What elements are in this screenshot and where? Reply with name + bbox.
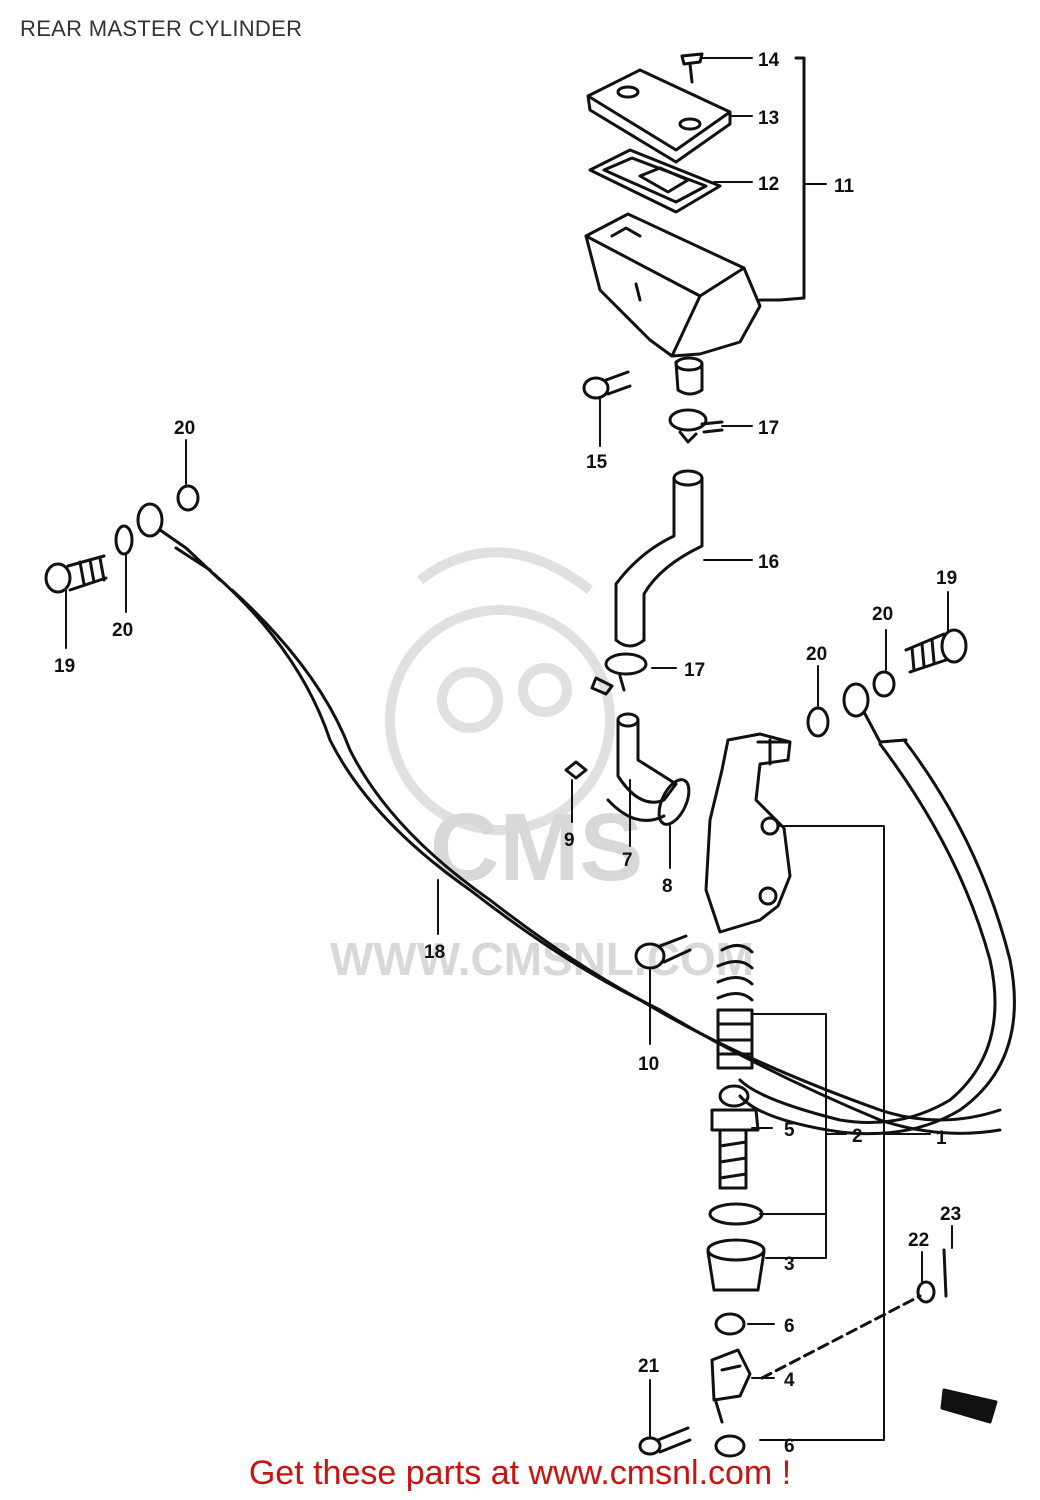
watermark: CMS WWW.CMSNL.COM bbox=[330, 547, 754, 985]
connector-screw bbox=[564, 760, 588, 780]
part-label-20-right-bottom: 20 bbox=[806, 644, 827, 665]
washer bbox=[916, 1280, 936, 1304]
assembly-guide-line bbox=[760, 1294, 922, 1380]
part-label-11: 11 bbox=[834, 176, 855, 197]
part-label-8: 8 bbox=[662, 876, 673, 897]
part-label-18: 18 bbox=[424, 942, 445, 963]
part-labels: 1 2 3 4 5 6 6 7 8 9 10 11 12 13 14 15 16… bbox=[54, 50, 961, 1457]
part-label-20-left-bottom: 20 bbox=[112, 620, 133, 641]
part-label-9: 9 bbox=[564, 830, 575, 851]
sealing-washer-left-b bbox=[176, 484, 200, 512]
circlip bbox=[708, 1202, 764, 1226]
connector-o-ring bbox=[657, 778, 691, 826]
part-label-16: 16 bbox=[758, 552, 779, 573]
sealing-washer-right-a bbox=[872, 670, 896, 698]
lock-nut-lower bbox=[714, 1434, 746, 1458]
part-label-19-right: 19 bbox=[936, 568, 957, 589]
reservoir-diaphragm bbox=[588, 148, 722, 214]
part-label-15: 15 bbox=[586, 452, 608, 473]
part-label-13: 13 bbox=[758, 108, 779, 129]
banjo-bolt-left bbox=[44, 554, 108, 594]
banjo-bolt-right bbox=[904, 628, 968, 674]
reservoir-mount-bolt bbox=[582, 370, 632, 400]
part-label-19-left: 19 bbox=[54, 656, 75, 677]
part-label-20-right-top: 20 bbox=[872, 604, 893, 625]
part-label-23: 23 bbox=[940, 1204, 961, 1225]
front-direction-arrow bbox=[940, 1388, 998, 1424]
watermark-logo-eye bbox=[518, 663, 572, 717]
master-cylinder-body bbox=[704, 732, 792, 934]
reservoir-body bbox=[584, 212, 762, 358]
clevis bbox=[710, 1348, 752, 1424]
part-label-22: 22 bbox=[908, 1230, 929, 1251]
part-label-17-lower: 17 bbox=[684, 660, 705, 681]
dust-boot bbox=[706, 1238, 766, 1292]
part-label-17-upper: 17 bbox=[758, 418, 779, 439]
hose-clamp-upper bbox=[668, 408, 724, 444]
page-title: REAR MASTER CYLINDER bbox=[20, 16, 303, 41]
part-label-6-upper: 6 bbox=[784, 1316, 795, 1337]
footer-promo-link[interactable]: Get these parts at www.cmsnl.com ! bbox=[248, 1454, 792, 1492]
reservoir-cap-screw bbox=[680, 52, 704, 84]
reservoir-hose bbox=[614, 469, 704, 648]
hose-clamp-lower bbox=[590, 652, 648, 696]
piston-assembly bbox=[716, 1008, 754, 1070]
part-label-7: 7 bbox=[622, 850, 633, 871]
leader-11-bracket bbox=[778, 56, 806, 302]
watermark-logo-eye bbox=[437, 667, 503, 733]
clevis-pin bbox=[638, 1426, 692, 1456]
push-rod bbox=[710, 1084, 760, 1190]
part-label-10: 10 bbox=[638, 1054, 659, 1075]
part-label-2: 2 bbox=[852, 1126, 863, 1147]
part-label-4: 4 bbox=[784, 1370, 795, 1391]
cotter-pin bbox=[942, 1248, 948, 1298]
lock-nut-upper bbox=[714, 1312, 746, 1336]
part-label-14: 14 bbox=[758, 50, 780, 71]
reservoir-cap bbox=[586, 68, 732, 164]
part-label-12: 12 bbox=[758, 174, 779, 195]
part-label-5: 5 bbox=[784, 1120, 795, 1141]
part-label-1: 1 bbox=[936, 1128, 947, 1149]
brake-hose-left bbox=[136, 502, 1002, 1135]
sealing-washer-right-b bbox=[806, 706, 830, 738]
part-label-3: 3 bbox=[784, 1254, 795, 1275]
part-label-6-lower: 6 bbox=[784, 1436, 795, 1457]
return-spring bbox=[716, 944, 754, 1002]
watermark-logo-hair bbox=[417, 547, 594, 594]
brake-hose-right bbox=[738, 682, 1016, 1136]
part-label-21: 21 bbox=[638, 1356, 660, 1377]
sealing-washer-left-a bbox=[114, 524, 134, 556]
leader-lines bbox=[65, 57, 953, 1441]
watermark-logo-head bbox=[385, 605, 615, 835]
reservoir-outlet bbox=[674, 356, 704, 396]
part-label-20-left-top: 20 bbox=[174, 418, 195, 439]
